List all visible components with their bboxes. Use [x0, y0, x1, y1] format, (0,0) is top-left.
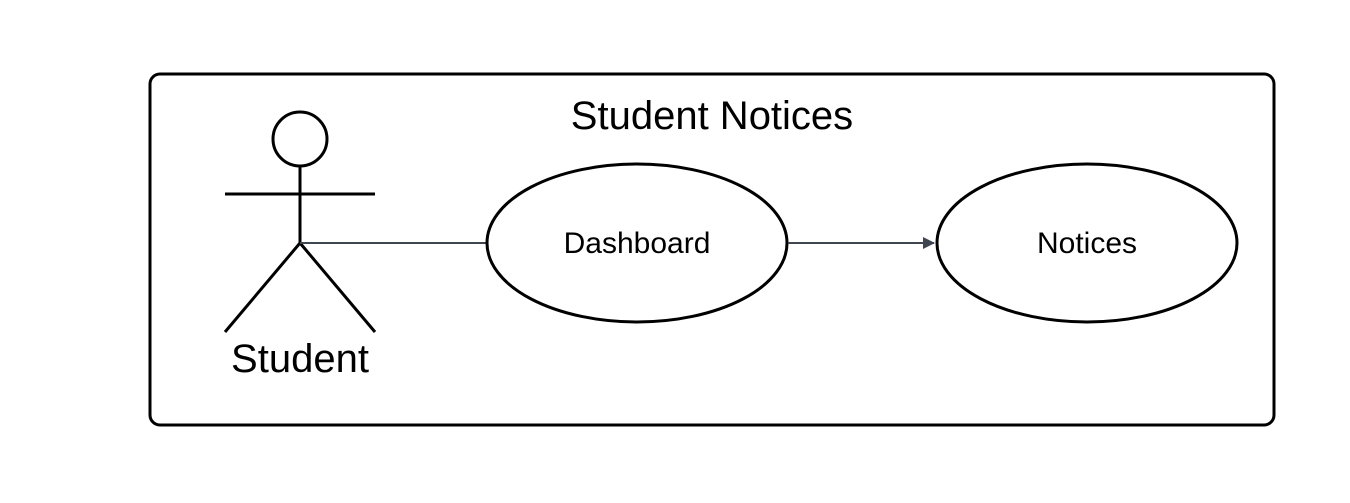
usecase-label: Dashboard	[564, 227, 711, 260]
usecase-ellipse	[485, 162, 789, 324]
system-boundary	[148, 72, 1276, 427]
system-title: Student Notices	[571, 94, 853, 138]
usecase-dashboard: Dashboard	[485, 162, 789, 324]
actor-head	[271, 110, 329, 168]
usecase-ellipse	[935, 162, 1239, 324]
actor-right-leg	[298, 242, 377, 333]
actor-student: Student	[223, 110, 377, 381]
usecase-notices: Notices	[935, 162, 1239, 324]
usecase-label: Notices	[1037, 227, 1137, 260]
actor-label: Student	[231, 337, 369, 381]
actor-left-leg	[223, 242, 302, 333]
